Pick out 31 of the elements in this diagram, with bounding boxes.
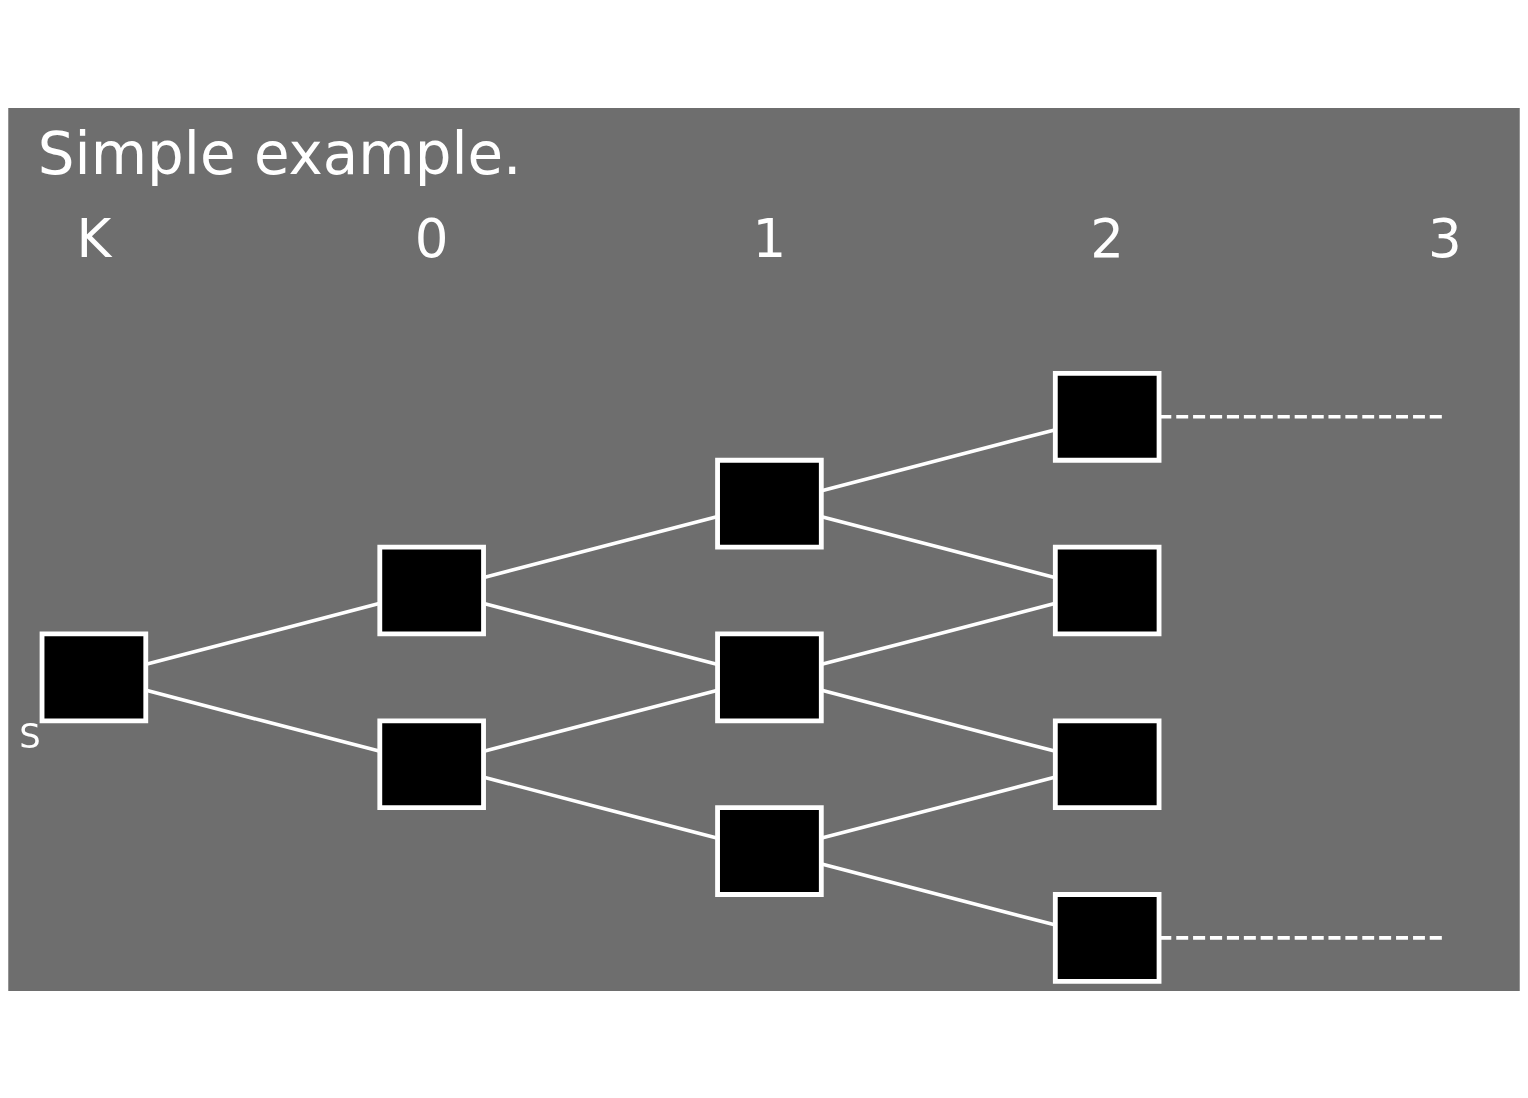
connector	[821, 775, 1056, 840]
label: K	[76, 207, 112, 270]
connector	[483, 774, 718, 840]
connector	[483, 688, 718, 753]
connector	[483, 601, 718, 666]
node-box	[39, 631, 149, 723]
label: 3	[1428, 207, 1462, 270]
node-box	[715, 804, 824, 897]
diagram-title: Simple example.	[37, 119, 522, 188]
connector	[483, 514, 718, 579]
node-box	[715, 457, 824, 549]
node-box	[1052, 717, 1162, 810]
node-label: S	[19, 716, 41, 756]
connector	[1159, 935, 1443, 940]
connector	[821, 427, 1056, 492]
node-box	[715, 631, 824, 723]
connector	[1159, 414, 1443, 419]
connector	[145, 601, 380, 666]
node-box	[1052, 891, 1162, 984]
connector	[821, 688, 1056, 753]
node-box	[377, 717, 486, 810]
connector	[821, 514, 1056, 579]
connector	[821, 601, 1056, 666]
connector	[821, 861, 1056, 927]
node-box	[377, 544, 486, 636]
label: 0	[414, 207, 449, 270]
node-box	[1052, 544, 1162, 636]
label: 2	[1090, 207, 1125, 270]
node-box	[1052, 370, 1162, 463]
connector	[145, 688, 380, 753]
label: 1	[752, 207, 787, 270]
